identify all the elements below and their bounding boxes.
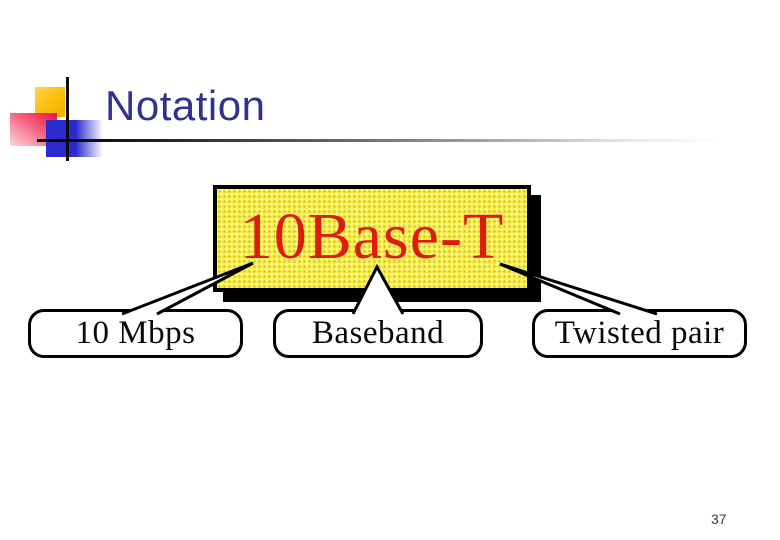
callout-box-10mbps: 10 Mbps bbox=[28, 309, 243, 358]
callout-box-baseband: Baseband bbox=[273, 309, 483, 358]
decor-yellow-square bbox=[35, 87, 65, 117]
callout-label-twisted-pair: Twisted pair bbox=[554, 315, 725, 351]
main-term-label: 10Base-T bbox=[239, 199, 505, 273]
page-number: 37 bbox=[711, 511, 727, 527]
decor-vertical-line bbox=[66, 77, 69, 161]
title-underline bbox=[37, 139, 718, 142]
slide-title: Notation bbox=[105, 82, 266, 129]
main-term-box: 10Base-T bbox=[213, 185, 531, 292]
callout-label-10mbps: 10 Mbps bbox=[75, 315, 196, 351]
callout-label-baseband: Baseband bbox=[311, 315, 445, 351]
decor-blue-square bbox=[46, 120, 103, 157]
callout-box-twisted-pair: Twisted pair bbox=[532, 309, 747, 358]
